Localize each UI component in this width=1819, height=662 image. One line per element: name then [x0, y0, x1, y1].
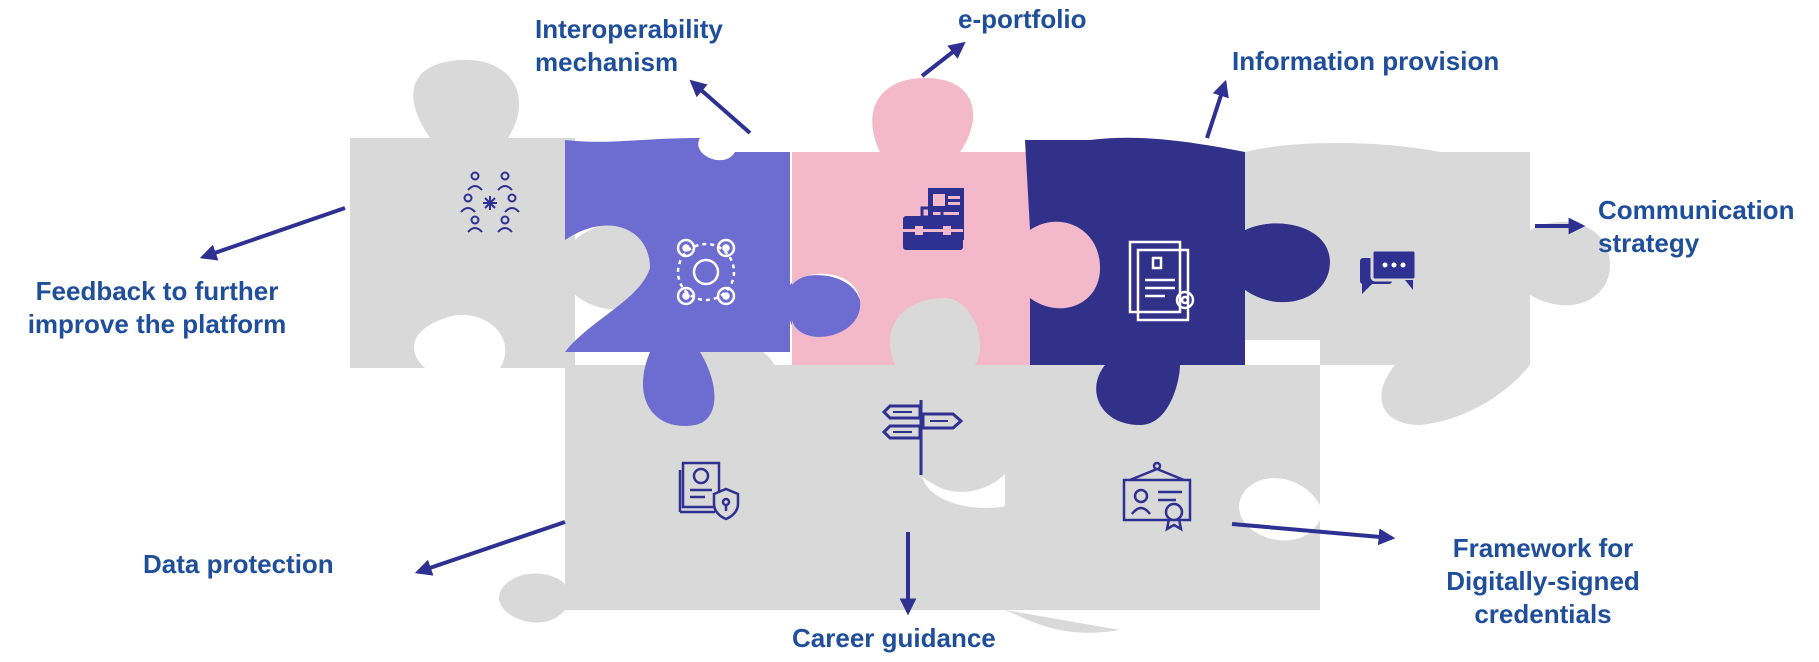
puzzle-piece-information: [1025, 137, 1330, 425]
puzzle-piece-communication: [1245, 143, 1610, 425]
briefcase-resume-icon: [903, 188, 964, 250]
label-information: Information provision: [1232, 46, 1500, 76]
label-eportfolio: e-portfolio: [958, 4, 1087, 34]
arrow-eportfolio: [920, 41, 966, 78]
arrow-feedback: [199, 206, 346, 261]
document-certificate-icon: [1128, 240, 1195, 322]
certificate-frame-icon: [1122, 461, 1192, 532]
label-framework: Framework for Digitally-signed credentia…: [1446, 533, 1640, 629]
signpost-icon: [881, 400, 964, 475]
label-interoperability: Interoperability mechanism: [535, 14, 723, 77]
label-career-guidance: Career guidance: [792, 623, 996, 653]
arrow-information: [1205, 79, 1229, 139]
label-feedback: Feedback to further improve the platform: [27, 276, 287, 339]
network-people-icon: [460, 171, 520, 233]
arrow-data-protection: [414, 520, 566, 576]
puzzle-piece-career-guidance: [790, 294, 1015, 610]
document-shield-icon: [678, 461, 740, 521]
arrows: [199, 41, 1586, 616]
label-communication: Communication strategy: [1598, 195, 1795, 258]
label-data-protection: Data protection: [143, 549, 334, 579]
puzzle-piece-feedback: [350, 59, 655, 368]
chat-bubbles-icon: [1360, 248, 1418, 294]
arrow-interoperability: [689, 79, 752, 135]
arrow-framework: [1231, 522, 1396, 546]
gears-cycle-icon: [676, 238, 736, 306]
